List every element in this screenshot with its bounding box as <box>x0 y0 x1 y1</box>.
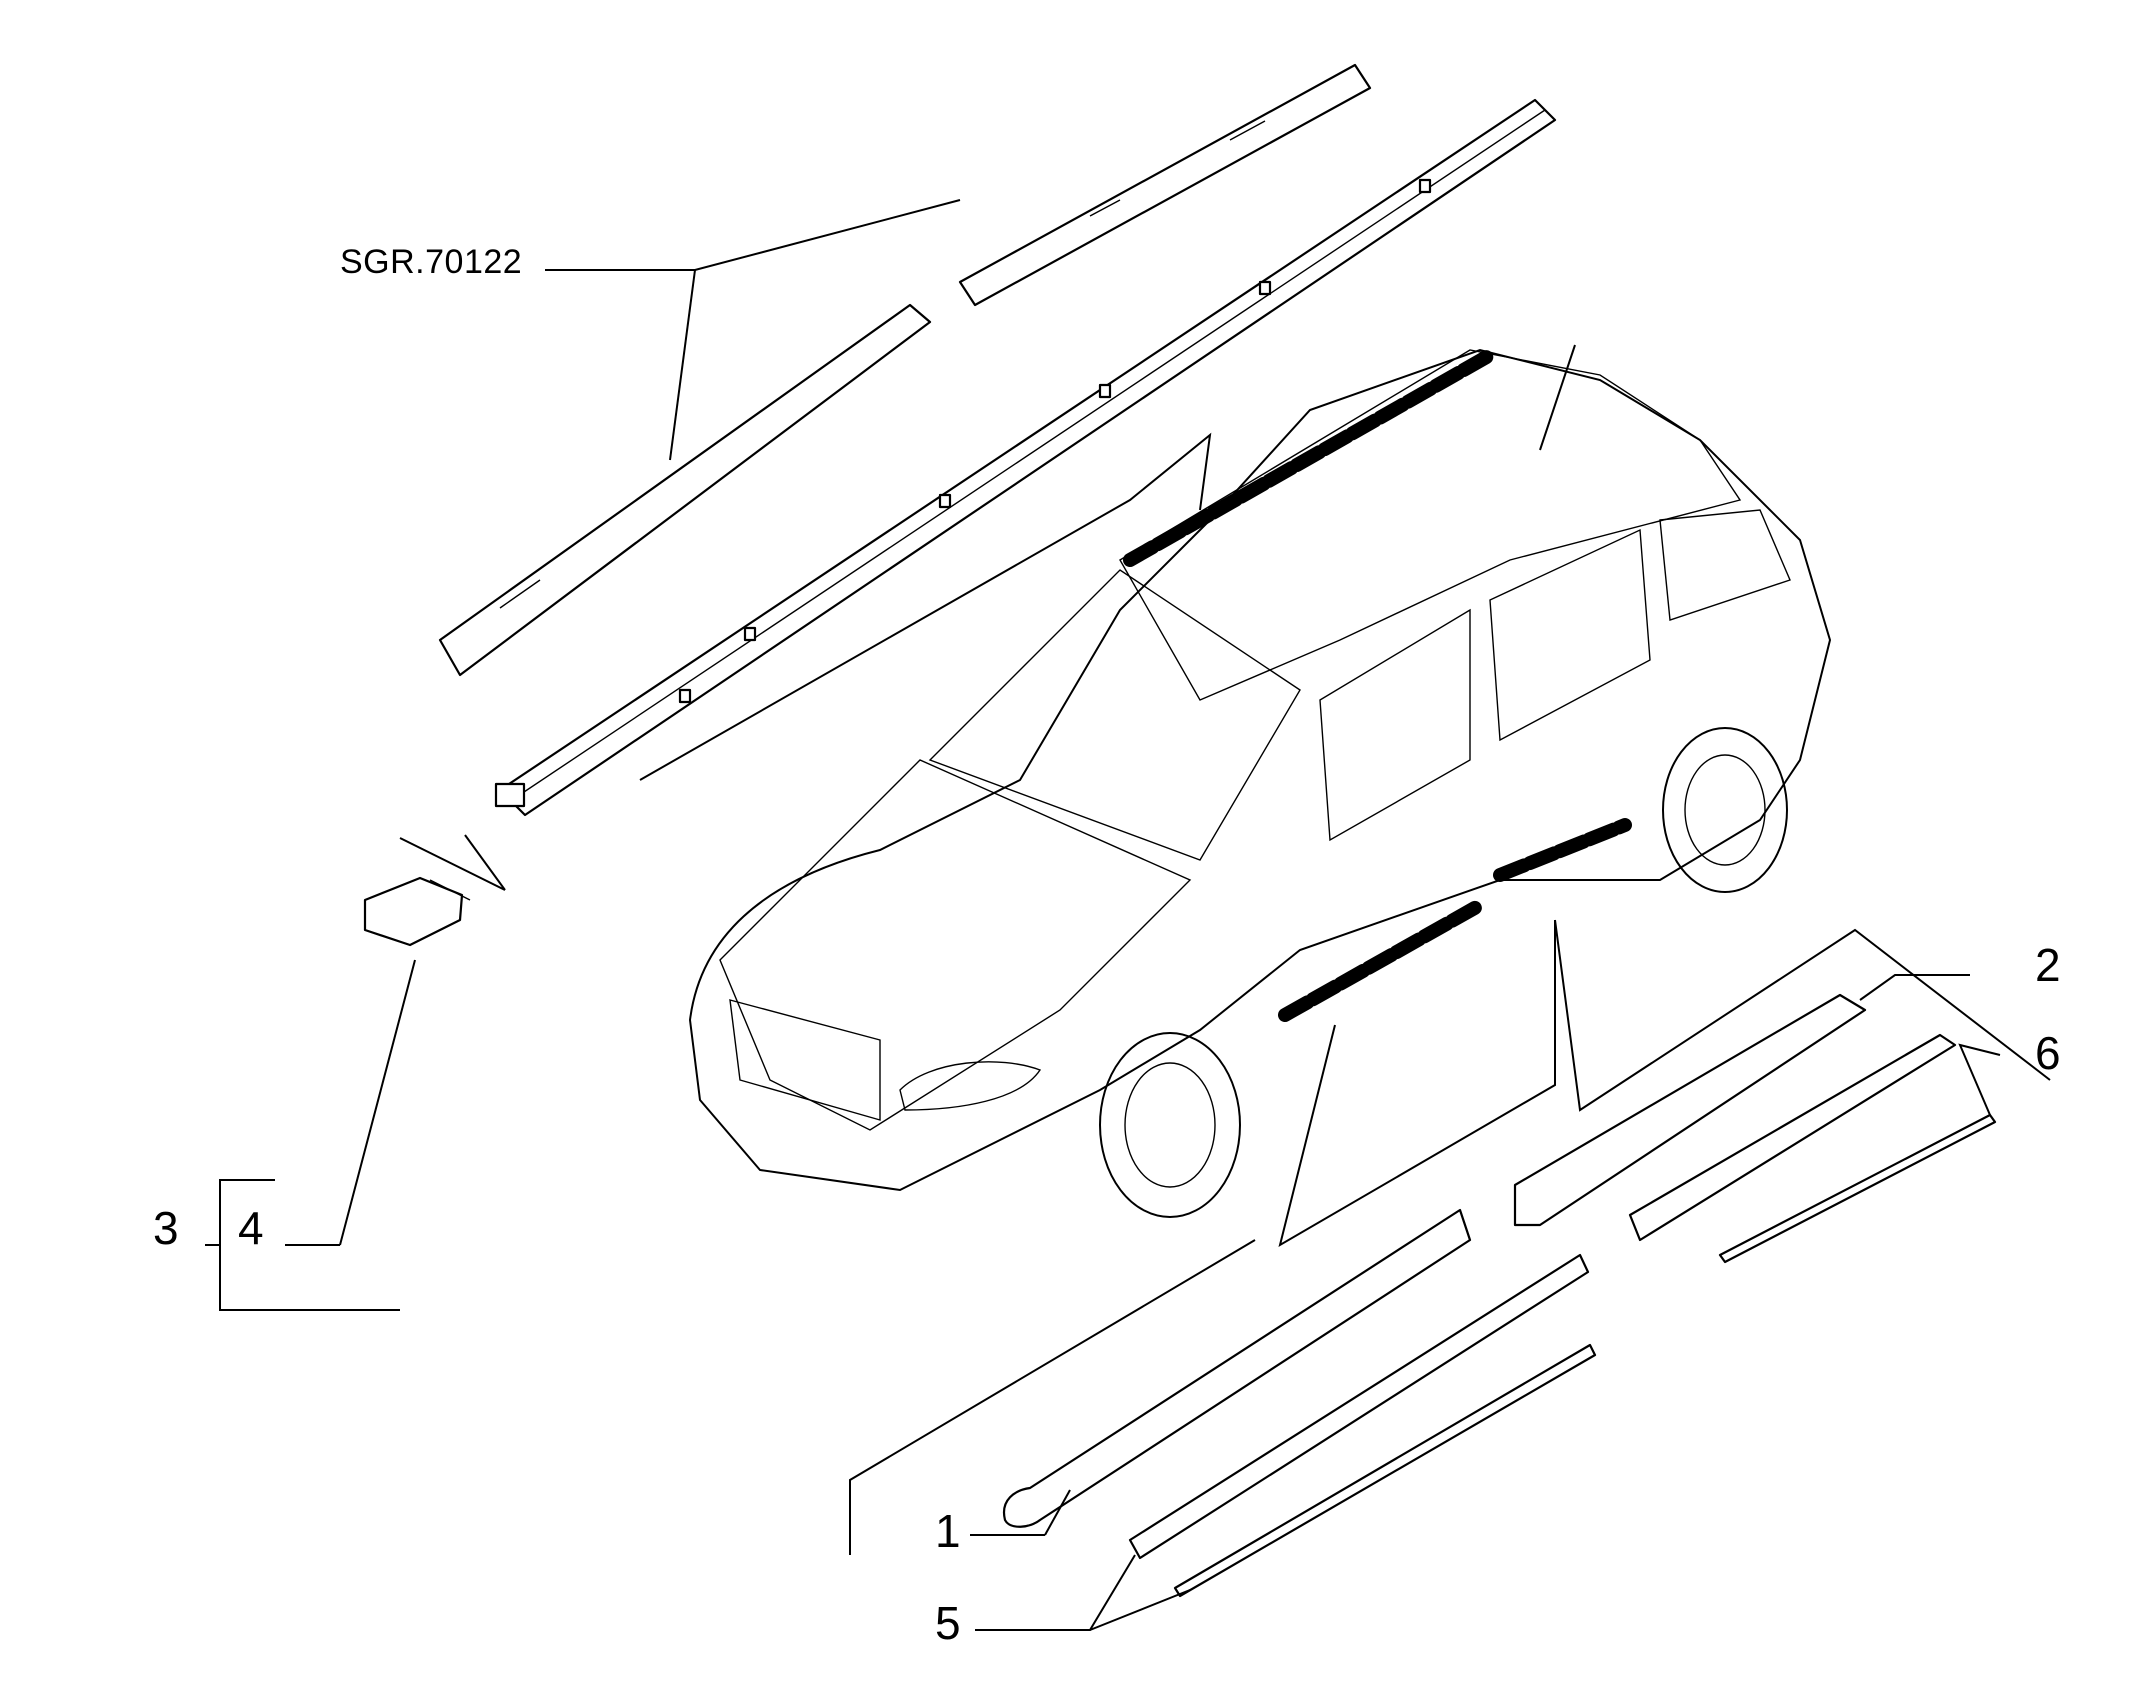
roof-rail-long <box>498 98 1557 817</box>
moulding-part-6-lower <box>1718 1113 1997 1264</box>
front-wheel <box>1099 1032 1241 1218</box>
rail-clips <box>678 178 1432 704</box>
car-roof <box>1119 349 1742 701</box>
callout-4: 4 <box>238 1202 264 1254</box>
roof-rail-end <box>494 782 526 808</box>
roof-trim-upper <box>958 63 1372 307</box>
moulding-part-1 <box>1002 1208 1472 1528</box>
callout-1: 1 <box>935 1505 961 1557</box>
roof-trim-left <box>438 303 932 677</box>
quarter-window <box>1659 509 1791 621</box>
front-door-seal-highlight <box>1278 898 1487 1022</box>
front-door-window <box>1319 608 1471 842</box>
door-moulding-parts <box>849 974 2001 1631</box>
rear-wheel <box>1662 727 1788 893</box>
rear-door-seal-highlight <box>1493 818 1632 882</box>
end-cap-part-4 <box>363 876 464 947</box>
reference-label: SGR.70122 <box>340 243 523 281</box>
moulding-part-6 <box>1628 1033 1957 1242</box>
headlight <box>899 1061 1042 1111</box>
windscreen <box>928 569 1301 861</box>
callout-5: 5 <box>935 1597 961 1649</box>
car-illustration <box>639 344 2051 1248</box>
moulding-part-5-lower <box>1173 1343 1597 1598</box>
callout-bracket-3-4 <box>205 959 416 1311</box>
rear-door-window <box>1489 528 1651 742</box>
hood <box>719 759 1192 1131</box>
callout-6: 6 <box>2035 1027 2061 1079</box>
roof-rail-parts <box>363 63 1557 947</box>
grille <box>729 999 881 1121</box>
car-body <box>688 348 1832 1192</box>
callout-2: 2 <box>2035 939 2061 991</box>
moulding-part-2 <box>1513 993 1867 1227</box>
moulding-part-5 <box>1128 1253 1590 1560</box>
roof-seal-highlight <box>1123 348 1497 567</box>
callout-3: 3 <box>153 1202 179 1254</box>
